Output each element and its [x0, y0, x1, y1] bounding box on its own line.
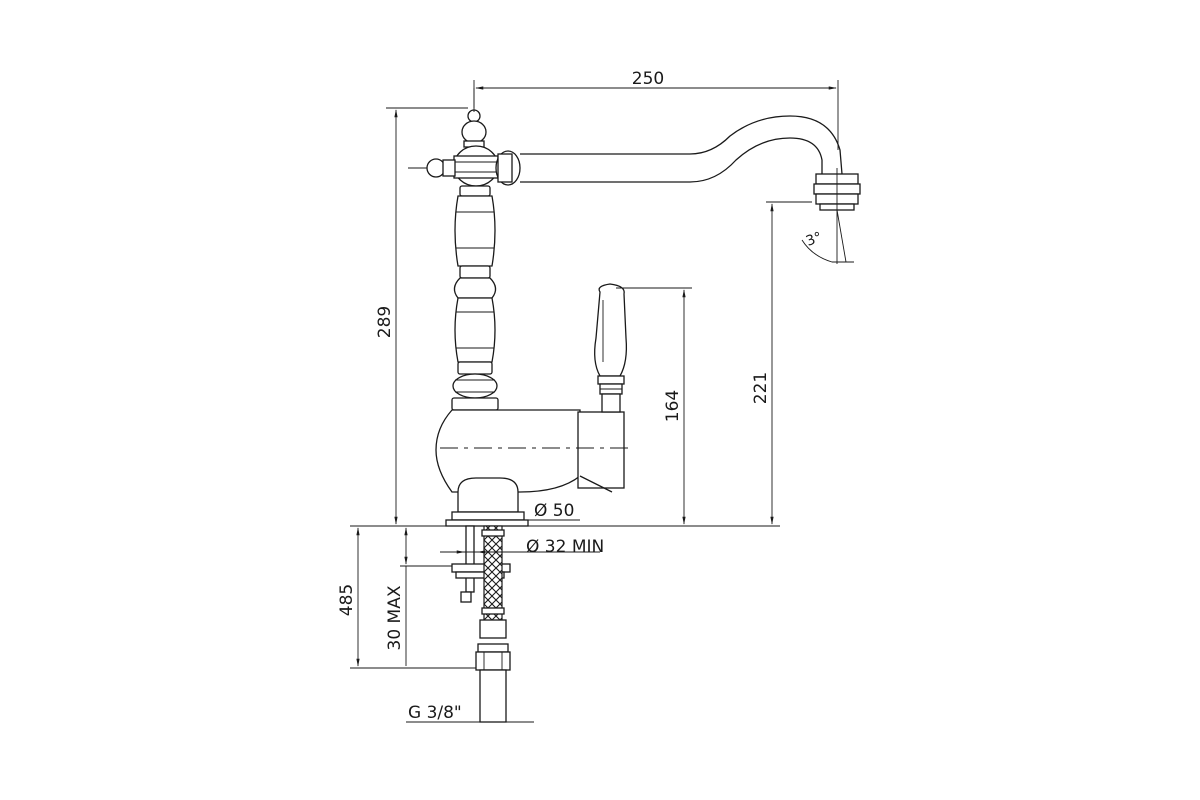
threaded-rod	[465, 525, 475, 593]
dim-thread: G 3/8"	[408, 703, 462, 723]
under-deck-assembly	[350, 525, 780, 723]
dim-hole-diameter: Ø 32 MIN	[526, 537, 604, 557]
dim-spout-angle: 3°	[804, 229, 824, 249]
faucet-body	[408, 88, 861, 527]
dim-spout-reach: 250	[632, 69, 664, 89]
dim-deck-thickness: 30 MAX	[385, 585, 405, 650]
dimension-lines	[350, 80, 854, 723]
lever-handle	[594, 283, 628, 413]
dim-lever-height: 164	[663, 390, 683, 422]
hose-nut	[475, 651, 511, 671]
dim-spout-height: 221	[751, 372, 771, 404]
spout	[520, 115, 861, 264]
column	[451, 185, 499, 411]
left-knob	[408, 158, 456, 178]
dim-base-diameter: Ø 50	[534, 501, 574, 521]
spout-collar	[495, 150, 521, 186]
top-finial	[461, 88, 487, 148]
dimension-labels: 250 289 164 221 Ø 50 Ø 32 MIN 485 30 MAX…	[337, 69, 824, 723]
dim-total-height: 289	[375, 306, 395, 338]
mixer-body	[435, 409, 630, 493]
dim-hose-length: 485	[337, 584, 357, 616]
hub-knob	[453, 145, 499, 187]
hose-connector	[479, 669, 507, 723]
